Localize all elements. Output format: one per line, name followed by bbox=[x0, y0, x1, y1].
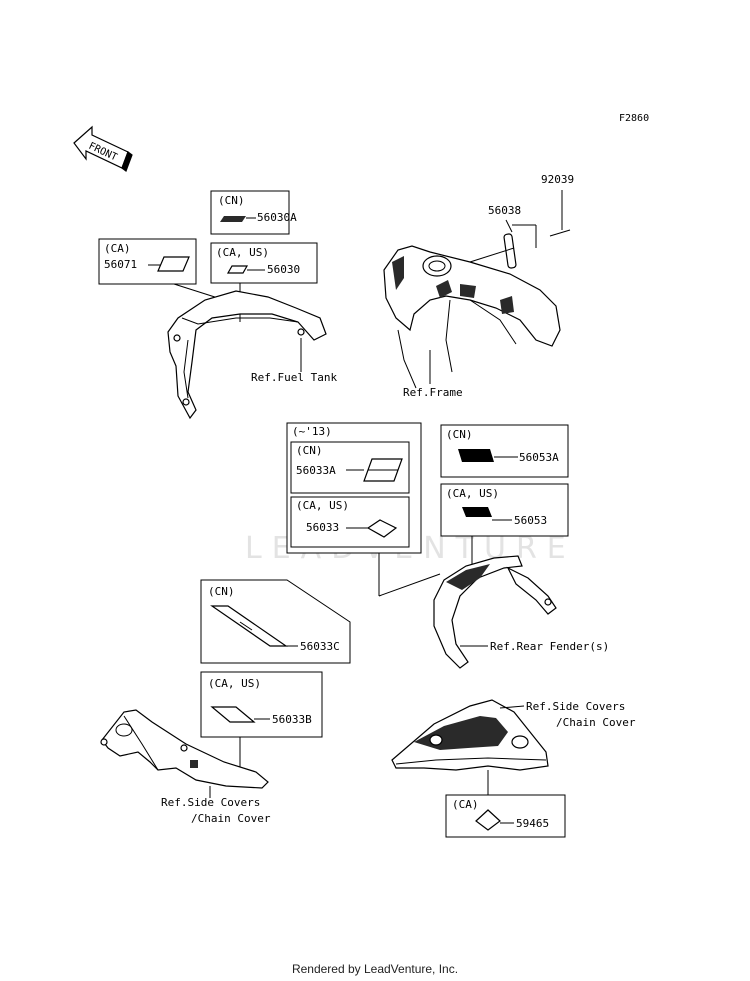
box-56033c-part: 56033C bbox=[300, 640, 340, 653]
box-56033-part: 56033 bbox=[306, 521, 339, 534]
ref-side-covers-left-label: Ref.Side Covers bbox=[161, 796, 260, 809]
front-direction-arrow: FRONT bbox=[73, 125, 133, 172]
decal-icon bbox=[458, 449, 494, 462]
box-56033b: (CA, US) 56033B bbox=[200, 671, 323, 738]
group-13-title: (~'13) bbox=[292, 425, 332, 438]
decal-icon bbox=[220, 216, 246, 222]
part-56038-group: 56038 92039 bbox=[469, 173, 574, 269]
diagram-code: F2860 bbox=[619, 113, 649, 124]
ref-chain-cover-left-label: /Chain Cover bbox=[191, 812, 271, 825]
box-56030a-region: (CN) bbox=[218, 194, 245, 207]
chain-cover-left-drawing bbox=[100, 709, 269, 789]
part-56038-label: 56038 bbox=[488, 204, 521, 217]
part-92039-label: 92039 bbox=[541, 173, 574, 186]
box-56053-region: (CA, US) bbox=[446, 487, 499, 500]
footer-credit: Rendered by LeadVenture, Inc. bbox=[291, 962, 459, 976]
box-56033b-region: (CA, US) bbox=[208, 677, 261, 690]
box-56030a: (CN) 56030A bbox=[210, 190, 297, 235]
box-56071-region: (CA) bbox=[104, 242, 131, 255]
box-56030: (CA, US) 56030 bbox=[210, 242, 318, 284]
box-56071: (CA) 56071 bbox=[98, 238, 197, 285]
decal-icon bbox=[462, 507, 492, 517]
box-56053-part: 56053 bbox=[514, 514, 547, 527]
frame-drawing bbox=[383, 245, 561, 389]
decal-icon bbox=[157, 256, 190, 272]
box-56071-part: 56071 bbox=[104, 258, 137, 271]
box-56033a-part: 56033A bbox=[296, 464, 336, 477]
box-56030-part: 56030 bbox=[267, 263, 300, 276]
group-13: (~'13) (CN) 56033A (CA, US) 56033 bbox=[286, 422, 422, 554]
ref-frame-label: Ref.Frame bbox=[403, 386, 463, 399]
rear-fender-drawing bbox=[433, 555, 557, 669]
ref-fuel-tank-label: Ref.Fuel Tank bbox=[251, 371, 337, 384]
box-56033-region: (CA, US) bbox=[296, 499, 349, 512]
side-covers-right-drawing bbox=[391, 699, 549, 771]
box-56030a-part: 56030A bbox=[257, 211, 297, 224]
decal-icon bbox=[210, 706, 256, 723]
box-56053a: (CN) 56053A bbox=[440, 424, 569, 478]
box-59465: (CA) 59465 bbox=[445, 794, 566, 838]
box-56053: (CA, US) 56053 bbox=[440, 483, 569, 537]
box-56033c: (CN) 56033C bbox=[200, 579, 351, 664]
box-56033a-region: (CN) bbox=[296, 444, 323, 457]
fuel-tank-cover-drawing bbox=[167, 283, 327, 420]
decal-icon bbox=[226, 265, 249, 274]
box-56030-region: (CA, US) bbox=[216, 246, 269, 259]
box-59465-part: 59465 bbox=[516, 817, 549, 830]
box-56053a-region: (CN) bbox=[446, 428, 473, 441]
box-59465-region: (CA) bbox=[452, 798, 479, 811]
ref-side-covers-right-label: Ref.Side Covers bbox=[526, 700, 625, 713]
box-56053a-part: 56053A bbox=[519, 451, 559, 464]
ref-chain-cover-right-label: /Chain Cover bbox=[556, 716, 636, 729]
ref-rear-fender-label: Ref.Rear Fender(s) bbox=[490, 640, 609, 653]
decal-icon bbox=[475, 809, 501, 831]
decal-icon bbox=[366, 519, 398, 538]
box-56033c-region: (CN) bbox=[208, 585, 235, 598]
box-56033b-part: 56033B bbox=[272, 713, 312, 726]
